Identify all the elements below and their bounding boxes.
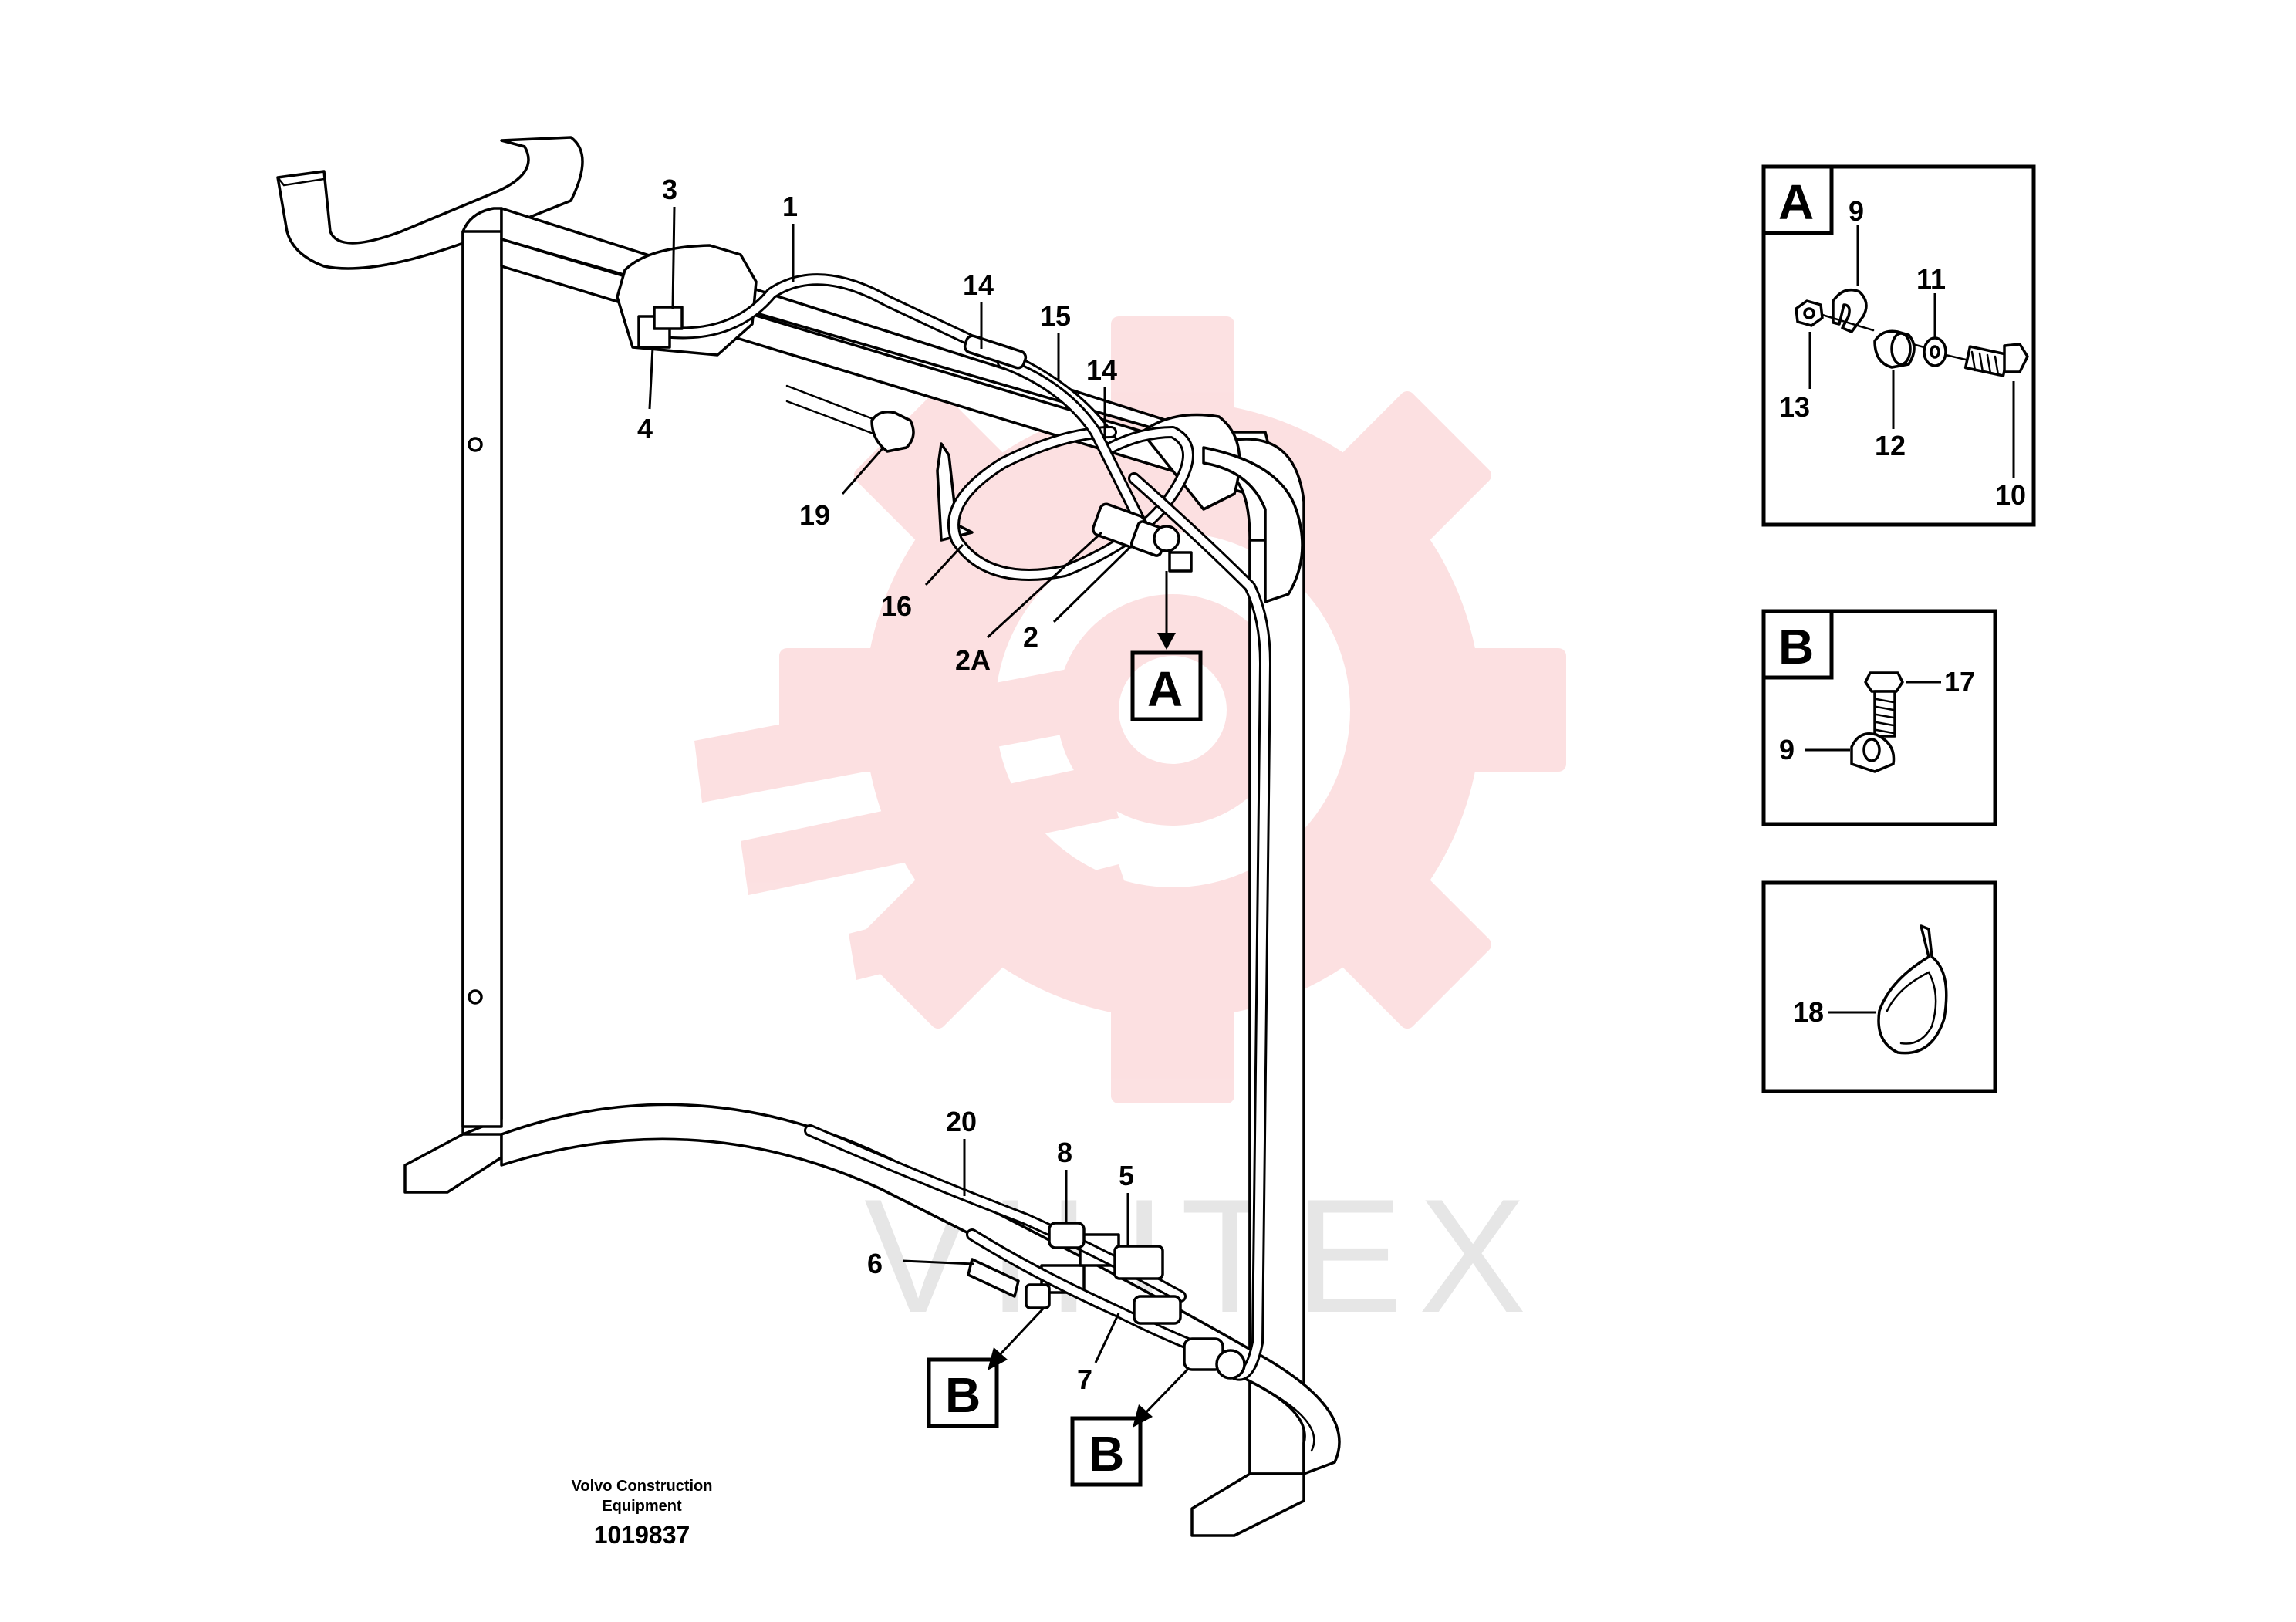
callouts: 3 4 1 14 15 14 19 16 2A 2 20 8 5 6 7 [637, 174, 1134, 1395]
callout-4: 4 [637, 413, 653, 444]
svg-text:A: A [1778, 174, 1814, 230]
detail-a-callout-11: 11 [1916, 263, 1946, 295]
svg-text:B: B [1778, 619, 1814, 674]
svg-text:B: B [1089, 1426, 1124, 1482]
wiring-harness [637, 273, 1271, 1381]
detail-a-callout-13: 13 [1779, 391, 1810, 423]
svg-text:B: B [945, 1367, 981, 1423]
manufacturer-line-2: Equipment [602, 1498, 682, 1515]
view-marker-b-right: B [1070, 1367, 1190, 1487]
callout-20: 20 [946, 1106, 977, 1137]
detail-cable-tie: 18 [1761, 880, 1997, 1093]
callout-1: 1 [782, 191, 798, 222]
callout-16: 16 [881, 590, 912, 622]
callout-2: 2 [1023, 621, 1038, 653]
callout-19: 19 [799, 499, 830, 531]
drawing-number: 1019837 [594, 1521, 690, 1549]
detail-b-callout-9: 9 [1779, 734, 1795, 765]
callout-7: 7 [1077, 1363, 1092, 1395]
detail-a-callout-9: 9 [1849, 195, 1864, 227]
detail-a-callout-12: 12 [1875, 430, 1906, 461]
detail-a: A 13 9 12 11 10 [1761, 164, 2036, 527]
view-marker-a: A [1130, 571, 1203, 721]
callout-5: 5 [1119, 1160, 1134, 1191]
callout-14-upper: 14 [963, 269, 994, 301]
connector-2 [1092, 502, 1193, 573]
callout-3: 3 [662, 174, 677, 205]
callout-15: 15 [1040, 300, 1071, 332]
detail-tie-callout-18: 18 [1793, 996, 1824, 1028]
manufacturer-line-1: Volvo Construction [572, 1478, 713, 1495]
callout-6: 6 [867, 1248, 883, 1279]
detail-a-callout-10: 10 [1995, 479, 2026, 511]
detail-b-callout-17: 17 [1944, 666, 1975, 698]
detail-b: B 17 9 [1761, 609, 1997, 826]
callout-14-lower: 14 [1086, 354, 1117, 386]
callout-2a: 2A [955, 644, 991, 676]
svg-text:A: A [1147, 661, 1183, 717]
view-marker-b-left: B [927, 1307, 1045, 1428]
footer: Volvo Construction Equipment 1019837 [572, 1478, 713, 1549]
callout-8: 8 [1057, 1137, 1072, 1168]
